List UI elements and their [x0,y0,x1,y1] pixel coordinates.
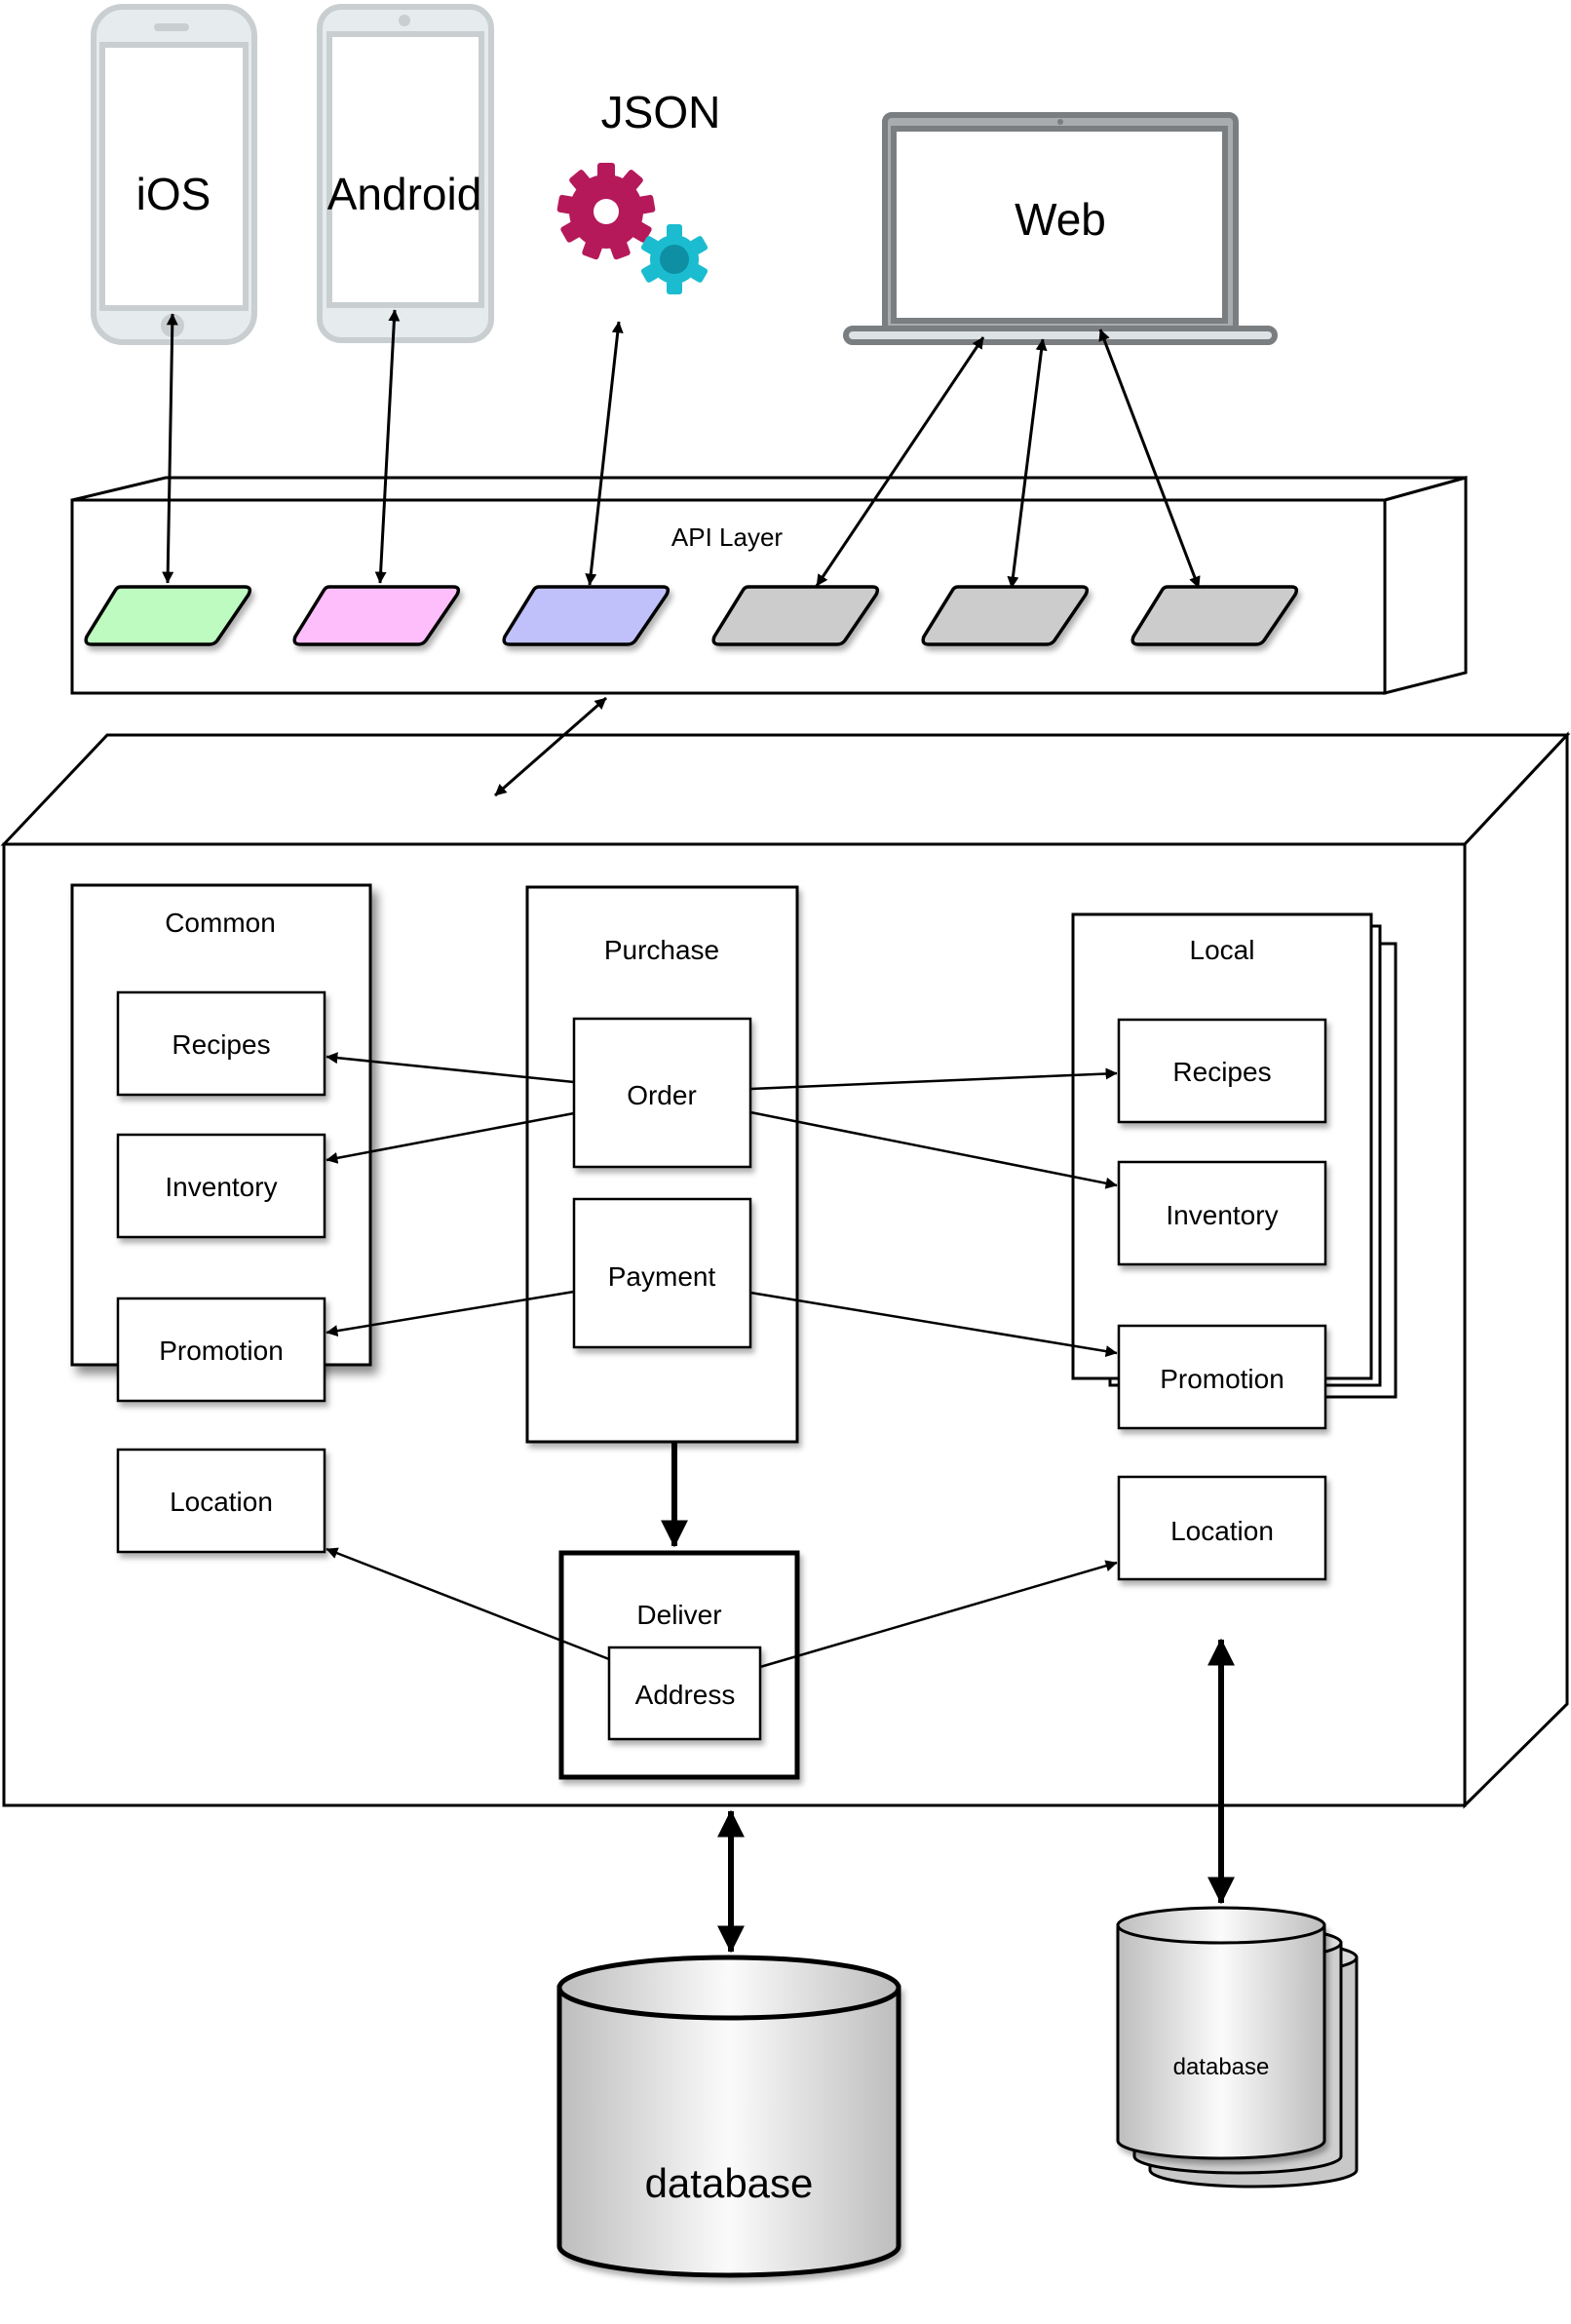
api-endpoint-1[interactable] [84,585,252,646]
item-label: Location [1170,1516,1274,1546]
local-item-inventory[interactable]: Inventory [1117,1160,1327,1266]
api-endpoint-2[interactable] [292,585,461,646]
address-to-local-location [759,1560,1118,1669]
common-item-location[interactable]: Location [116,1448,326,1554]
order-to-local-recipes [749,1067,1118,1091]
android-screen [326,31,484,308]
android-api-arrow [374,309,401,584]
deliver-title: Deliver [636,1600,721,1630]
item-label: Inventory [165,1172,277,1202]
item-label: Recipes [172,1029,270,1060]
item-label: Promotion [1160,1364,1284,1394]
json-client[interactable]: JSON [556,87,720,294]
common-item-inventory[interactable]: Inventory [116,1133,326,1239]
json-api-arrow [585,321,624,586]
common-title: Common [165,908,276,938]
box [572,1017,752,1169]
ios-label: iOS [136,169,211,219]
api-endpoint-5[interactable] [921,585,1090,646]
box [116,1133,326,1239]
database-cylinder-top [556,1955,901,2021]
web-api-arrow-1 [815,336,985,587]
box [607,1646,762,1741]
local-item-location[interactable]: Location [1117,1475,1327,1581]
local-databases[interactable]: database [1116,1906,1359,2188]
deliver-group[interactable]: Deliver Address [558,1550,800,1780]
item-label: Location [170,1487,273,1517]
web-api-arrow-3 [1098,329,1201,589]
android-camera-icon [399,15,410,26]
order-to-common-inventory [326,1111,575,1164]
item-label: Address [635,1680,736,1710]
local-item-promotion[interactable]: Promotion [1117,1324,1327,1430]
payment-to-local-promotion [749,1291,1118,1358]
box [1117,1475,1327,1581]
web-label: Web [1015,194,1106,245]
address-to-common-location [326,1547,610,1661]
android-device[interactable]: Android [317,4,494,343]
box [116,990,326,1097]
service-connections [326,1052,1118,1669]
api-layer-top-face [71,476,1467,502]
order-to-common-recipes [326,1052,575,1084]
order-to-local-inventory [749,1110,1118,1189]
gear-large-icon [556,163,656,260]
common-group[interactable]: Common Recipes Inventory Promotion Locat… [70,883,372,1554]
purchase-group[interactable]: Purchase Order Payment [525,885,799,1444]
web-api-arrow-2 [1007,338,1048,589]
box [1117,1160,1327,1266]
json-label: JSON [601,87,721,137]
payment-to-common-promotion [326,1290,575,1337]
api-endpoints [84,585,1299,646]
local-group[interactable]: Local Recipes Inventory Promotion Locati… [1071,912,1398,1581]
box [116,1448,326,1554]
client-api-connections [162,309,1201,589]
purchase-title: Purchase [604,935,719,965]
laptop-camera-icon [1057,119,1063,125]
laptop-base [843,326,1278,345]
api-container-arrow [494,696,607,797]
gears-icon [556,163,709,294]
api-endpoint-6[interactable] [1130,585,1299,646]
local-title: Local [1190,935,1255,965]
container-side-face [1463,731,1569,1809]
box [116,1297,326,1403]
item-label: Payment [608,1261,716,1292]
ios-screen [99,42,249,311]
box [1117,1324,1327,1430]
common-item-recipes[interactable]: Recipes [116,990,326,1097]
item-label: Order [627,1080,697,1110]
purchase-item-payment[interactable]: Payment [572,1197,752,1349]
api-layer-side-face [1383,476,1468,695]
deliver-item-address[interactable]: Address [607,1646,762,1741]
laptop-screen [891,126,1228,324]
container-top-face [0,733,1571,846]
item-label: Recipes [1172,1057,1271,1087]
api-layer: API Layer [70,476,1468,695]
item-label: Promotion [159,1336,284,1366]
local-database-label: database [1173,2054,1270,2080]
local-group-frame [1071,912,1373,1380]
ios-device[interactable]: iOS [91,4,257,345]
box [1117,1018,1327,1124]
ios-speaker [154,23,189,31]
web-laptop[interactable]: Web [843,112,1278,345]
gear-small-icon [640,224,709,294]
local-item-recipes[interactable]: Recipes [1117,1018,1327,1124]
local-database-front [1116,1906,1326,2160]
box [572,1197,752,1349]
ios-api-arrow [162,313,178,584]
common-item-promotion[interactable]: Promotion [116,1297,326,1403]
shared-database-label: database [645,2160,814,2206]
database-cylinder-body [556,1985,901,2278]
shared-database[interactable]: database [556,1955,901,2278]
purchase-group-frame [525,885,799,1444]
common-group-frame [70,883,372,1367]
item-label: Inventory [1166,1200,1278,1230]
api-endpoint-4[interactable] [711,585,880,646]
android-label: Android [327,169,482,219]
api-layer-title: API Layer [671,523,784,552]
purchase-item-order[interactable]: Order [572,1017,752,1169]
api-endpoint-3[interactable] [502,585,671,646]
